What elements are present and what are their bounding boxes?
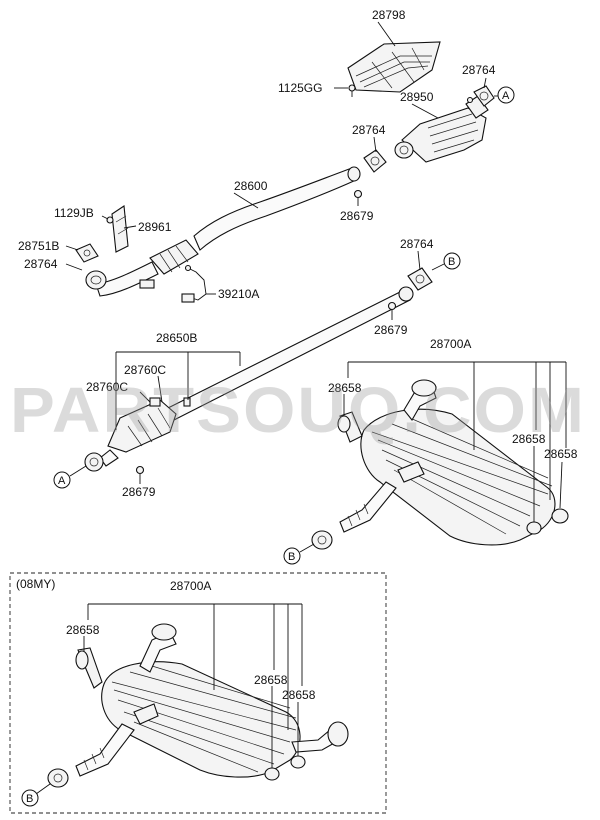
label-28679-upper: 28679 [340,209,374,223]
gasket-28764-right[interactable] [407,267,433,291]
label-28679-right: 28679 [374,323,408,337]
connector-B-middle: B [283,543,315,565]
leader-28600 [233,192,259,209]
connector-A-upper: A [494,86,515,104]
gasket-28764-mid[interactable] [363,149,387,173]
label-28764-left: 28764 [24,257,58,271]
svg-text:B: B [288,551,295,563]
leader-28764-mid [373,136,377,153]
label-28760C-lower: 28760C [86,380,128,394]
leader-28798 [377,21,396,47]
gasket-28751B[interactable] [75,243,99,263]
label-1129JB: 1129JB [54,206,94,220]
label-28961: 28961 [138,220,172,234]
leader-28764-right [417,250,421,271]
muffler-28700A[interactable] [311,379,569,550]
label-28700A: 28700A [430,337,471,351]
svg-text:A: A [502,90,510,102]
svg-text:A: A [58,475,66,487]
oxygen-sensor-39210A[interactable] [181,264,207,303]
nut-28679-lower[interactable] [135,465,145,475]
label-28679-lower: 28679 [122,485,156,499]
leader-28764-left [65,263,83,271]
leader-28950 [411,103,439,119]
nut-28679-right[interactable] [387,301,397,311]
label-39210A: 39210A [218,287,259,301]
svg-text:B: B [26,793,33,805]
label-28751B: 28751B [18,239,59,253]
label-28764-mid: 28764 [352,123,386,137]
label-28658-e: 28658 [254,673,288,687]
muffler-28700A-08MY[interactable] [47,623,349,788]
center-pipe-28650B[interactable] [84,286,414,472]
label-28658-a: 28658 [328,381,362,395]
variant-08MY-title: (08MY) [16,577,55,591]
leader-28751B [65,245,79,251]
leader-1129JB [101,215,109,220]
label-28764-right: 28764 [400,237,434,251]
svg-text:B: B [448,256,455,268]
label-28650B: 28650B [156,331,197,345]
bolt-1129JB[interactable] [106,216,114,224]
label-28764-top: 28764 [462,63,496,77]
label-28600: 28600 [234,179,268,193]
label-28658-f: 28658 [282,688,316,702]
label-28658-b: 28658 [512,432,546,446]
nut-28679-upper[interactable] [353,189,363,199]
label-28700A-08MY: 28700A [170,579,211,593]
bolt-1125GG[interactable] [348,84,356,97]
gasket-28764-top[interactable] [473,85,495,107]
leader-28658-c [559,461,563,509]
connector-B-upper: B [431,252,461,271]
watermark-text: PARTSOUQ.COM [10,374,586,446]
heat-shield-28798[interactable] [347,41,441,93]
label-28760C-upper: 28760C [124,363,166,377]
leader-28764-top [483,77,487,89]
connector-A-lower: A [53,465,87,489]
catalytic-converter-28950[interactable] [394,95,489,163]
label-28658-c: 28658 [544,447,578,461]
front-pipe-28600[interactable] [85,166,361,297]
label-28798: 28798 [372,8,406,22]
label-28950: 28950 [400,90,434,104]
label-1125GG: 1125GG [278,81,322,95]
leader-28760C-lower [139,391,151,403]
leader-28961 [123,225,137,229]
leader-28760C-upper [157,375,163,403]
label-28658-d: 28658 [66,623,100,637]
connector-B-lower: B [21,783,51,807]
